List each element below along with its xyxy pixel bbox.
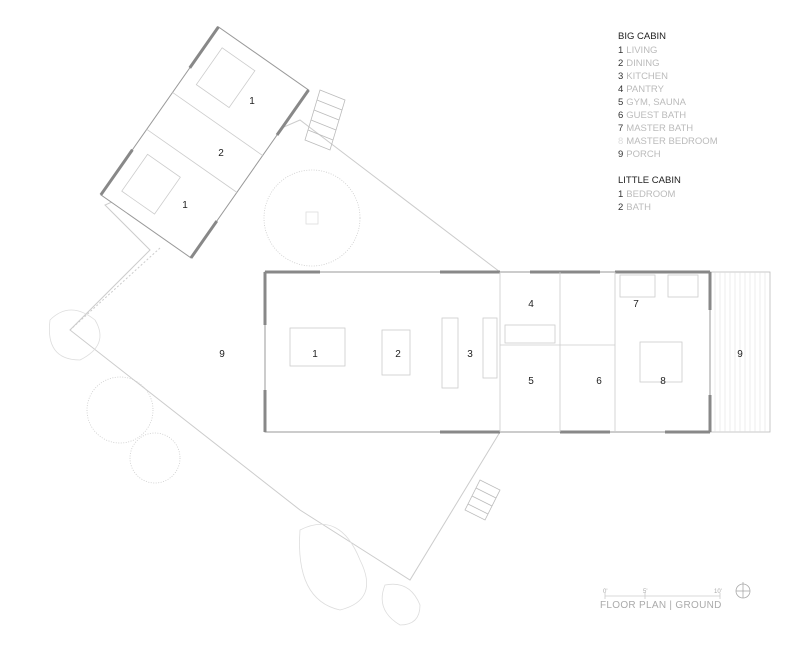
scale-tick: 0' [603, 589, 608, 595]
room-label-little-bath: 2 [218, 148, 224, 159]
room-label-living: 1 [312, 349, 318, 360]
room-label-pantry: 4 [528, 299, 534, 310]
legend-num: 1 [618, 45, 624, 56]
legend-label: BEDROOM [626, 189, 676, 200]
legend-num: 3 [618, 71, 624, 82]
room-label-porch: 9 [219, 349, 225, 360]
plan-title: FLOOR PLAN | GROUND [600, 600, 722, 611]
legend-num: 9 [618, 149, 624, 160]
tree-symbols [86, 169, 361, 484]
room-label-master-bedroom: 8 [660, 376, 666, 387]
room-label-little-bedroom: 1 [249, 96, 255, 107]
legend-num: 2 [618, 58, 624, 69]
room-labels: 1 2 3 4 5 6 7 8 9 9 1 2 1 [182, 96, 743, 387]
legend-num: 6 [618, 110, 624, 121]
room-label-master-bath: 7 [633, 299, 639, 310]
legend-heading-little-cabin: LITTLE CABIN [618, 175, 681, 186]
boulder [299, 523, 368, 611]
legend-label: MASTER BATH [626, 123, 694, 134]
room-label-porch-east: 9 [737, 349, 743, 360]
legend-label: GYM, SAUNA [626, 97, 686, 108]
legend-label: KITCHEN [626, 71, 668, 82]
room-label-gym-sauna: 5 [528, 376, 534, 387]
kitchen-island [441, 317, 459, 389]
legend-label: PORCH [626, 149, 661, 160]
legend-num: 5 [618, 97, 624, 108]
room-label-kitchen: 3 [467, 349, 473, 360]
scale-bar [604, 593, 721, 599]
scale-tick: 10' [714, 589, 722, 595]
legend-num: 1 [618, 189, 624, 200]
stairs [304, 89, 501, 521]
legend-label: BATH [626, 202, 651, 213]
scale-tick: 5' [643, 589, 648, 595]
legend-label: GUEST BATH [626, 110, 687, 121]
big-cabin [263, 270, 712, 434]
legend-num: 7 [618, 123, 624, 134]
legend-label: MASTER BEDROOM [626, 136, 718, 147]
legend-num: 2 [618, 202, 624, 213]
legend-label: LIVING [626, 45, 658, 56]
legend-heading-big-cabin: BIG CABIN [618, 31, 667, 42]
legend-label: PANTRY [626, 84, 664, 95]
legend-label: DINING [626, 58, 660, 69]
little-cabin [99, 26, 310, 259]
dining-table [381, 329, 411, 376]
north-arrow-icon [735, 582, 751, 599]
sofa [289, 327, 346, 367]
bed [639, 341, 683, 383]
legend-num: 4 [618, 84, 624, 95]
room-label-guest-bath: 6 [596, 376, 602, 387]
room-label-little-bedroom-2: 1 [182, 200, 188, 211]
boulder [48, 309, 101, 361]
legend-num: 8 [618, 136, 624, 147]
room-label-dining: 2 [395, 349, 401, 360]
